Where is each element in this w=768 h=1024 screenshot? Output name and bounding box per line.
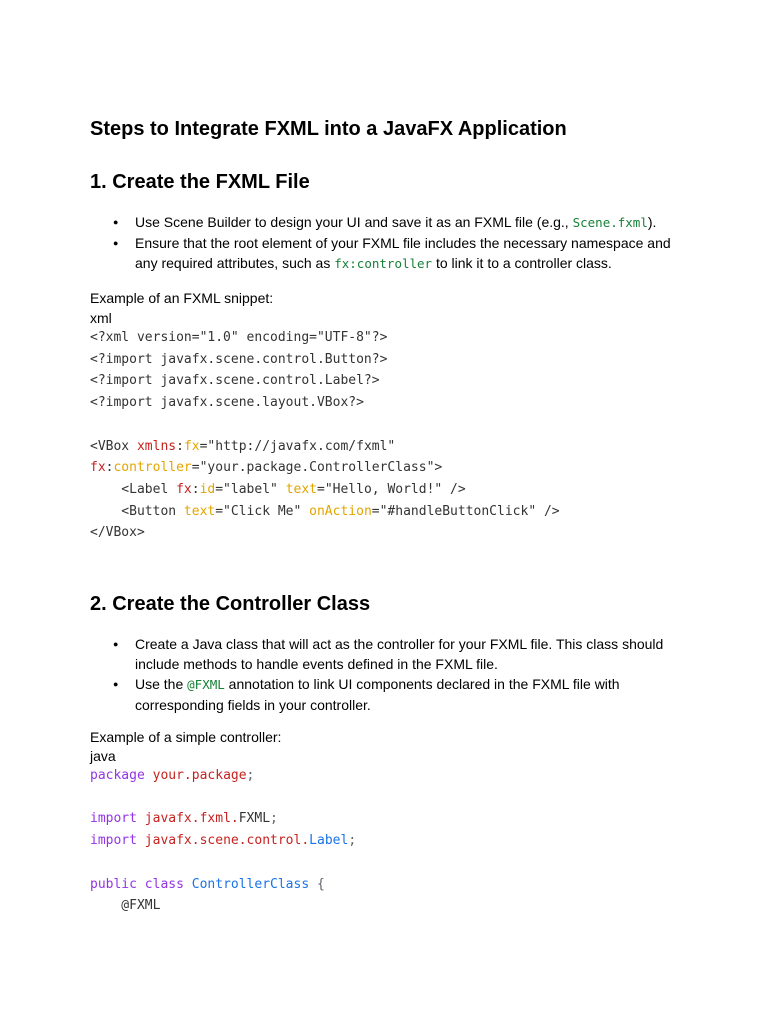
- inline-code: fx:controller: [334, 256, 433, 271]
- example-intro: Example of a simple controller:: [90, 729, 282, 745]
- inline-code: @FXML: [187, 677, 225, 692]
- example-intro: Example of an FXML snippet:: [90, 290, 274, 306]
- fxml-code-block: <?xml version="1.0" encoding="UTF-8"?> <…: [90, 330, 560, 541]
- code-language-label: xml: [90, 310, 112, 326]
- page-title: Steps to Integrate FXML into a JavaFX Ap…: [90, 118, 567, 140]
- section-2-bullets: Create a Java class that will act as the…: [90, 634, 680, 715]
- code-language-label: java: [90, 748, 116, 764]
- section-1-heading: 1. Create the FXML File: [90, 171, 310, 193]
- section-2-heading: 2. Create the Controller Class: [90, 593, 371, 615]
- list-item: Ensure that the root element of your FXM…: [90, 233, 680, 274]
- inline-code: Scene.fxml: [572, 215, 648, 230]
- section-1-bullets: Use Scene Builder to design your UI and …: [90, 212, 680, 274]
- list-item: Use the @FXML annotation to link UI comp…: [90, 674, 680, 715]
- list-item: Use Scene Builder to design your UI and …: [90, 212, 680, 233]
- java-code-block: package your.package; import javafx.fxml…: [90, 768, 357, 914]
- list-item: Create a Java class that will act as the…: [90, 634, 680, 674]
